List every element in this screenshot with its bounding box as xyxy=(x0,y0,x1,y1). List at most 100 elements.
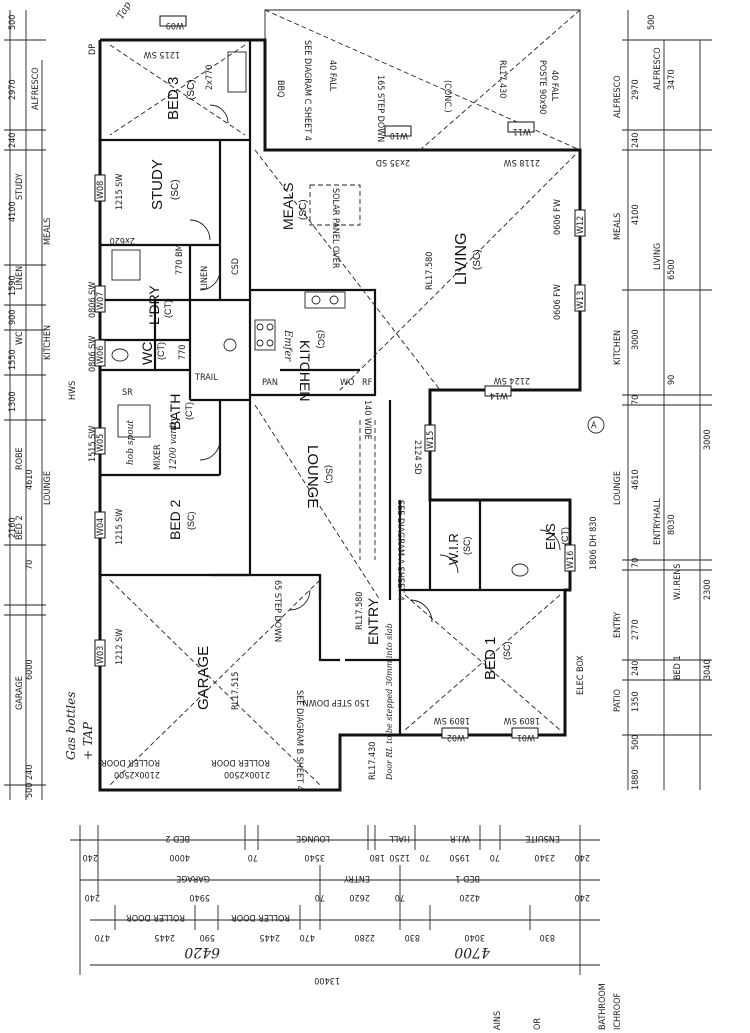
note-csd: CSD xyxy=(231,258,241,275)
entry-rl: RL17.580 xyxy=(355,592,365,630)
left-dim-4: 4100 xyxy=(8,201,18,222)
window-w15: W15 xyxy=(426,431,436,449)
left-dimension-strip: 500 2970 240 4100 1590 900 1550 1300 461… xyxy=(4,10,53,800)
bottom-dim-10: 2340 xyxy=(534,852,555,862)
bottom-dim-r2-6: 4220 xyxy=(459,892,480,902)
window-w05: W05 xyxy=(96,434,106,452)
left-dim-6: 900 xyxy=(8,310,18,325)
window-w10: W10 xyxy=(390,130,408,140)
lounge-code: (SC) xyxy=(324,465,334,484)
bottom-dim-7: 70 xyxy=(420,852,430,862)
left-dim-8: 1300 xyxy=(8,391,18,412)
note-2124-sw: 2124 SW xyxy=(494,375,530,385)
note-rf: RF xyxy=(362,378,373,388)
ldry-code: (CT) xyxy=(163,300,173,318)
bottom-label-ensuite: ENSUITE xyxy=(525,833,560,843)
bed1-label: BED 1 xyxy=(482,637,499,680)
note-1515-sw: 1515 SW xyxy=(88,426,98,462)
meals-code: (SC) xyxy=(298,199,309,220)
right-dim-5: 3000 xyxy=(631,329,641,350)
note-rl-17430: RL17.430 xyxy=(368,742,378,780)
right-label-lounge: LOUNGE xyxy=(613,471,623,505)
right-dim-2: 2970 xyxy=(631,79,641,100)
right-dim-r4-8: 1880 xyxy=(631,769,641,790)
bottom-label-bed1: BED 1 xyxy=(455,873,480,883)
windows: W01 W02 W03 W04 W05 W06 W07 W08 W09 W10 … xyxy=(94,15,586,742)
left-dim-2: 2970 xyxy=(8,79,18,100)
left-label-bed2: BED 2 xyxy=(15,515,25,540)
entry-label: ENTRY xyxy=(365,597,381,645)
bottom-dim-r2-2: 5940 xyxy=(189,892,210,902)
bottom-label-bed2: BED 2 xyxy=(165,833,190,843)
right-dim-r4-4: 3000 xyxy=(703,429,713,450)
alfresco-poste: POSTE 90x90 xyxy=(537,60,547,114)
handwritten-notes: Gas bottles + TAP hob spout 1200 vanity … xyxy=(64,0,394,781)
alfresco-conc: (CONC.) xyxy=(442,80,452,113)
note-0606-fw-b: 0606 FW xyxy=(553,284,563,320)
alfresco-fall: 40 FALL xyxy=(549,70,559,102)
bottom-label-wir: W.I.R xyxy=(449,833,470,843)
bed3-sw: 1215 SW xyxy=(144,49,180,59)
note-1809-sw-a: 1809 SW xyxy=(434,715,470,725)
window-w03: W03 xyxy=(96,646,106,664)
note-sr: SR xyxy=(122,388,133,398)
bottom-dim-r3-2: 2445 xyxy=(154,932,175,942)
left-dim-1: 500 xyxy=(8,15,18,30)
bottom-dim-r3-6: 2280 xyxy=(354,932,375,942)
garage-label: GARAGE xyxy=(195,646,212,710)
hand-tap: + TAP xyxy=(81,721,95,760)
right-dim-r4-7: 3040 xyxy=(703,659,713,680)
bottom-dim-r2-1: 240 xyxy=(85,892,100,902)
note-2118-sw: 2118 SW xyxy=(504,157,540,167)
note-pan: PAN xyxy=(262,378,278,388)
ens-code: (CT) xyxy=(560,527,570,545)
right-label-meals: MEALS xyxy=(613,213,623,240)
note-roller-door-2: ROLLER DOOR xyxy=(211,757,270,767)
bottom-dim-r3-7: 830 xyxy=(405,932,420,942)
wir-label: W.I.R xyxy=(446,533,461,565)
note-mixer: MIXER xyxy=(153,444,163,470)
door-swings xyxy=(189,104,561,623)
right-label-alfresco: ALFRESCO xyxy=(613,75,623,118)
meals-label: MEALS xyxy=(280,183,296,230)
bottom-dim-9: 70 xyxy=(490,852,500,862)
bottom-dim-8: 1950 xyxy=(449,852,470,862)
left-dim-13: 500 240 xyxy=(25,765,35,798)
bottom-dim-r2-4: 2620 xyxy=(349,892,370,902)
kitchen-label: KITCHEN xyxy=(297,340,313,401)
bottom-dim-r3-8: 3040 xyxy=(464,932,485,942)
alfresco-rl: RL17.430 xyxy=(497,60,507,98)
bottom-dim-r2-5: 70 xyxy=(395,892,405,902)
note-dp: DP xyxy=(88,44,98,55)
bottom-total-13400: 13400 xyxy=(314,975,340,985)
left-label-linen: LINEN xyxy=(15,266,25,290)
note-hws: HWS xyxy=(68,381,78,400)
note-65-step: 65 STEP DOWN xyxy=(272,580,282,642)
window-w08: W08 xyxy=(96,181,106,199)
linen-label: LINEN xyxy=(200,266,210,290)
left-label-garage: GARAGE xyxy=(15,676,25,710)
right-dim-r4-1: 3470 xyxy=(667,69,677,90)
left-label-wc: WC xyxy=(15,331,25,345)
note-solar: SOLAR PANEL OVER xyxy=(330,188,340,269)
bottom-dim-r3-5: 470 xyxy=(300,932,315,942)
window-w14: W14 xyxy=(490,390,508,400)
right-dim-9: 2770 xyxy=(631,619,641,640)
bed2-code: (SC) xyxy=(186,512,196,531)
window-w16: W16 xyxy=(566,551,576,569)
right-dim-4: 4100 xyxy=(631,204,641,225)
study-code: (SC) xyxy=(170,179,181,200)
right-dim-1: 500 xyxy=(647,15,657,30)
window-w13: W13 xyxy=(576,291,586,309)
note-1212-sw: 1212 SW xyxy=(115,629,125,665)
window-w06: W06 xyxy=(96,346,106,364)
study-label: STUDY xyxy=(149,159,166,210)
note-diagram-b: SEE DIAGRAM B SHEET 4 xyxy=(294,690,304,791)
right-dim-11: 1350 xyxy=(631,691,641,712)
right-label-alfresco-2: ALFRESCO xyxy=(653,47,663,90)
note-2124-sd: 2124 SD xyxy=(412,440,422,475)
right-dim-10: 240 xyxy=(631,661,641,676)
room-labels: BED 3 (SC) 1215 SW 2x770 STUDY (SC) 1215… xyxy=(110,49,570,710)
study-sw: 1215 SW xyxy=(115,174,125,210)
right-dim-3: 240 xyxy=(631,133,641,148)
